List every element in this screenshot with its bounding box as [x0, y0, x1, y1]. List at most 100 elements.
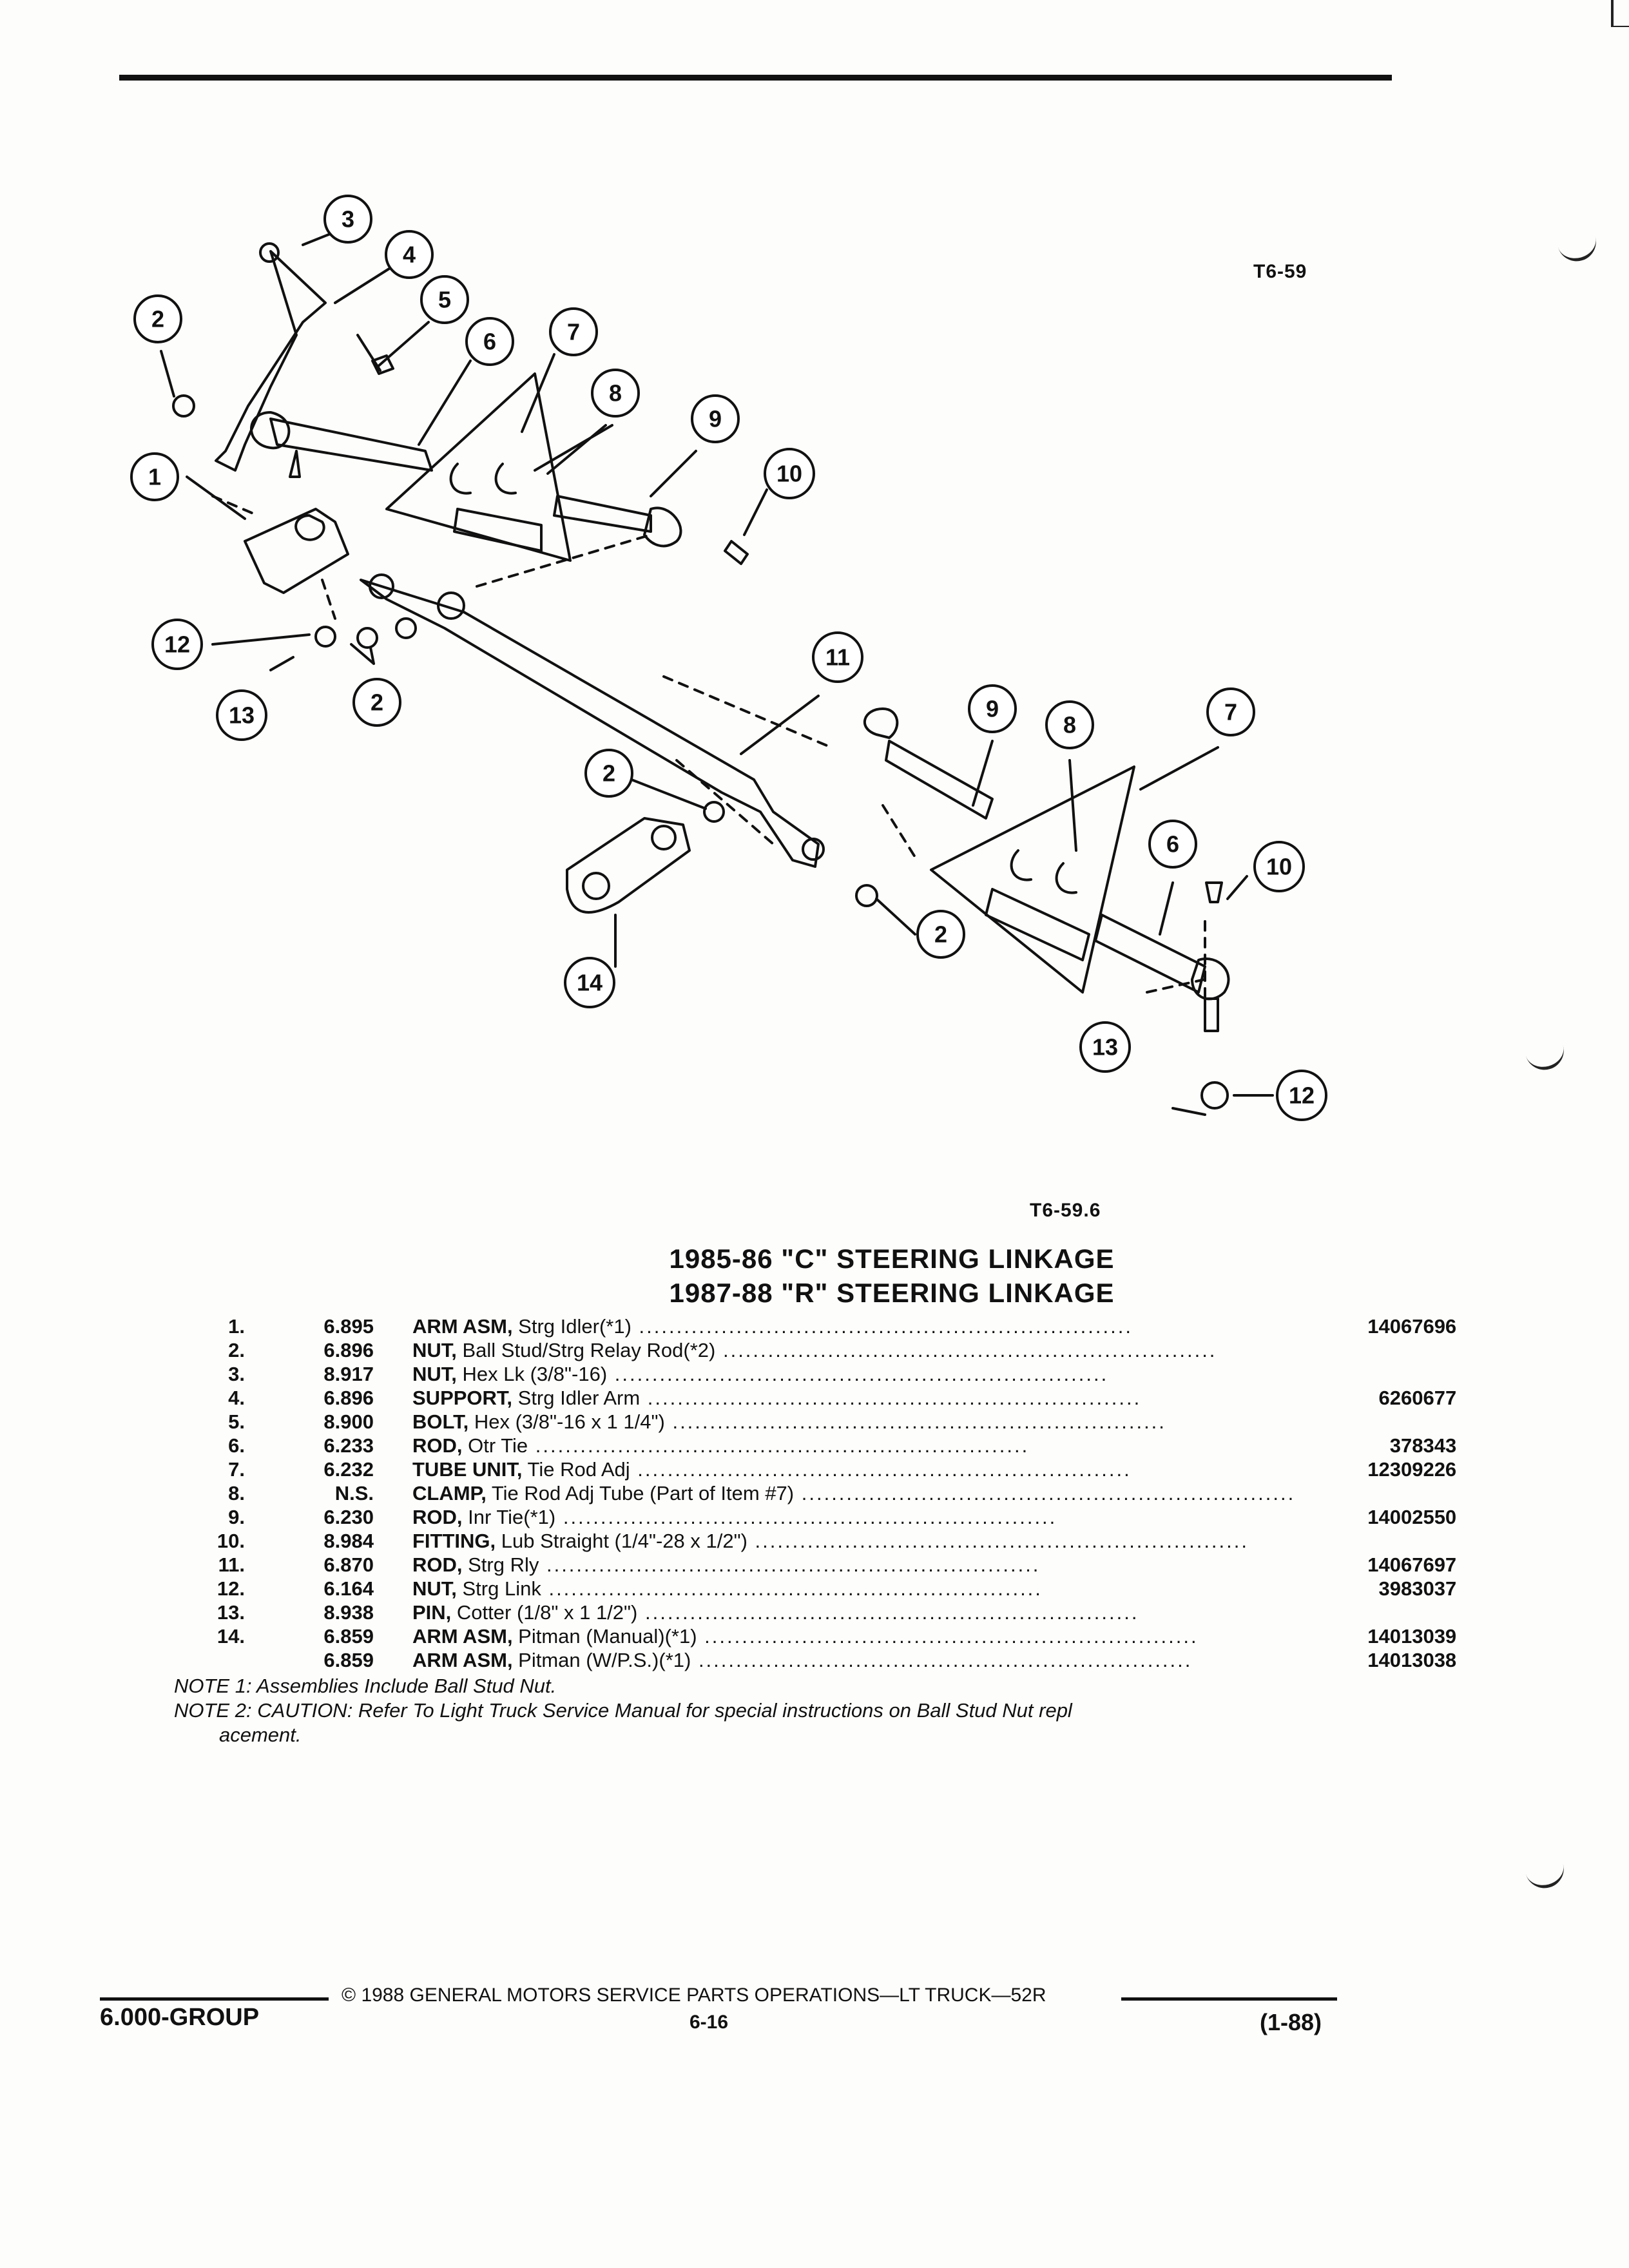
part-index: 1. [228, 1315, 245, 1338]
part-detail: Tie Rod Adj Tube (Part of Item #7) [486, 1482, 795, 1504]
callout-10: 10 [764, 448, 815, 499]
part-description: ARM ASM, Pitman (Manual)(*1) ...........… [412, 1624, 1295, 1648]
svg-text:2: 2 [934, 921, 947, 948]
callout-8: 8 [591, 369, 640, 418]
svg-text:11: 11 [825, 644, 850, 671]
leader-dots: ........................................… [541, 1577, 1043, 1600]
footer-page-number: 6-16 [689, 2012, 729, 2033]
clamp-part [1010, 849, 1077, 894]
part-name: CLAMP, [412, 1482, 487, 1504]
part-description: CLAMP, Tie Rod Adj Tube (Part of Item #7… [412, 1481, 1295, 1505]
part-group-number: 6.896 [323, 1339, 374, 1361]
leader-dots: ........................................… [697, 1625, 1199, 1648]
part-group-number: 6.896 [323, 1387, 374, 1409]
leader-dots: ........................................… [640, 1387, 1142, 1409]
part-number: 14013038 [1367, 1649, 1457, 1671]
callout-12: 12 [151, 619, 203, 670]
nut-part [855, 884, 878, 907]
callout-10: 10 [1253, 841, 1305, 892]
svg-text:10: 10 [776, 461, 802, 487]
svg-text:3: 3 [342, 206, 354, 233]
part-index [174, 1648, 245, 1672]
part-description: FITTING, Lub Straight (1/4"-28 x 1/2") .… [412, 1529, 1295, 1553]
svg-text:7: 7 [567, 319, 580, 345]
part-name: PIN, [412, 1601, 452, 1624]
footer-rule-left [100, 1997, 329, 2001]
callout-9: 9 [968, 684, 1017, 733]
adjuster-group-box-upper [385, 372, 572, 562]
part-group-number: 6.870 [323, 1553, 374, 1576]
part-detail: Hex Lk (3/8"-16) [456, 1363, 608, 1385]
part-description: ROD, Otr Tie ...........................… [412, 1434, 1295, 1457]
part-number: 14013039 [1367, 1625, 1457, 1648]
svg-text:2: 2 [602, 760, 615, 787]
part-index: 11. [218, 1553, 245, 1576]
part-group-number: 8.917 [323, 1363, 374, 1385]
part-description: TUBE UNIT, Tie Rod Adj .................… [412, 1457, 1295, 1481]
nut-part [703, 801, 725, 823]
callout-13: 13 [1079, 1021, 1131, 1073]
part-description: NUT, Hex Lk (3/8"-16) ..................… [412, 1362, 1295, 1386]
leader-dots: ........................................… [747, 1530, 1249, 1552]
callout-2: 2 [916, 910, 965, 959]
svg-text:9: 9 [709, 406, 722, 432]
part-detail: Pitman (Manual)(*1) [512, 1625, 697, 1648]
svg-text:1: 1 [148, 464, 161, 490]
svg-text:14: 14 [577, 970, 602, 996]
part-description: NUT, Strg Link .........................… [412, 1577, 1295, 1600]
inner-tie-rod-part [863, 707, 994, 820]
callout-2: 2 [133, 294, 182, 343]
svg-text:8: 8 [1063, 712, 1076, 738]
nut-part [395, 617, 417, 639]
svg-text:9: 9 [986, 696, 999, 722]
part-number: 14067696 [1367, 1315, 1457, 1338]
part-description: PIN, Cotter (1/8" x 1 1/2") ............… [412, 1600, 1295, 1624]
callout-2: 2 [352, 678, 401, 727]
leader-dots: ........................................… [607, 1363, 1109, 1385]
part-detail: Lub Straight (1/4"-28 x 1/2") [496, 1530, 747, 1552]
part-name: NUT, [412, 1339, 457, 1361]
part-name: NUT, [412, 1577, 457, 1600]
nut-part [172, 394, 195, 418]
part-number [1295, 1529, 1456, 1553]
part-index: 5. [228, 1410, 245, 1433]
footer-date: (1-88) [1260, 2009, 1322, 2035]
part-detail: Cotter (1/8" x 1 1/2") [451, 1601, 638, 1624]
part-description: BOLT, Hex (3/8"-16 x 1 1/4") ...........… [412, 1410, 1295, 1434]
part-group-number: 8.984 [323, 1530, 374, 1552]
footer-group: 6.000-GROUP [100, 2004, 260, 2031]
part-number [1295, 1481, 1456, 1505]
cotter-pin-part [1171, 1107, 1206, 1116]
svg-text:7: 7 [1224, 699, 1237, 726]
callout-14: 14 [564, 957, 615, 1008]
part-index: 14. [217, 1625, 245, 1648]
leader-dots: ........................................… [555, 1506, 1057, 1528]
callout-3: 3 [323, 195, 372, 244]
part-group-number: N.S. [334, 1482, 374, 1504]
outer-tie-rod-part [1094, 914, 1230, 1032]
nut-part [314, 626, 336, 648]
figure-id-top: T6-59 [1253, 261, 1307, 282]
clamp-part [449, 463, 517, 495]
part-index: 2. [228, 1339, 245, 1361]
part-description: ROD, Inr Tie(*1) .......................… [412, 1505, 1295, 1529]
part-index: 13. [217, 1601, 245, 1624]
part-detail: Strg Idler(*1) [512, 1315, 631, 1338]
part-detail: Hex (3/8"-16 x 1 1/4") [468, 1410, 665, 1433]
leader-dots: ........................................… [794, 1482, 1296, 1504]
callout-4: 4 [385, 230, 434, 279]
footer-rule-right [1121, 1997, 1337, 2001]
inner-tie-rod-part [553, 495, 682, 548]
part-index: 4. [228, 1387, 245, 1409]
part-number: 6260677 [1378, 1387, 1457, 1409]
leader-dots: ........................................… [637, 1601, 1139, 1624]
part-detail: Ball Stud/Strg Relay Rod(*2) [456, 1339, 716, 1361]
